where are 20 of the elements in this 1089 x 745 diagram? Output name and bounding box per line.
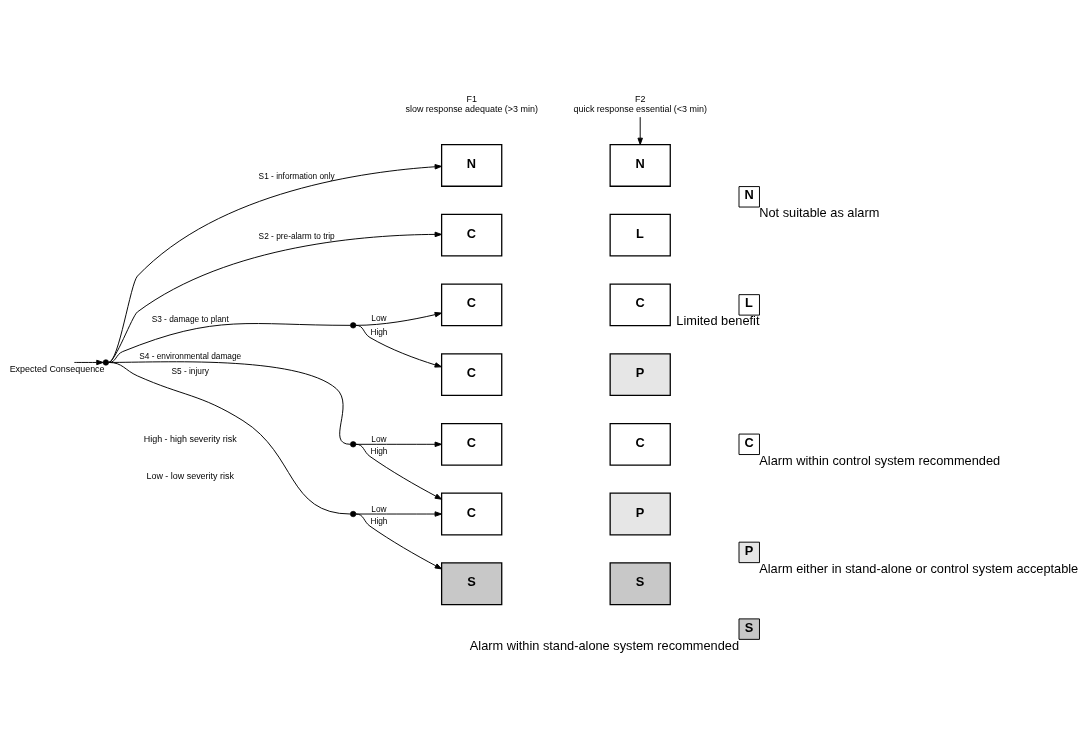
node-label: Alarm either in stand-alone or control system acceptable [759, 560, 1079, 576]
node-label: Expected Consequence [9, 363, 105, 374]
edge-label: High [370, 515, 388, 526]
node-label: Alarm within stand-alone system recommended [469, 637, 739, 653]
edge-label: S4 - environmental damage [139, 350, 242, 361]
edge-label: Low [371, 312, 387, 323]
node-text: F2 quick response essential (<3 min) [573, 93, 707, 114]
edge-label: S1 - information only [258, 170, 335, 181]
label: Low - low severity risk [146, 470, 234, 481]
node-label: Not suitable as alarm [759, 204, 880, 220]
edge-label: Low [371, 433, 387, 444]
edge-label: S5 - injury [171, 365, 209, 376]
label: High - high severity risk [143, 433, 237, 444]
edge-label: High [370, 445, 388, 456]
edge-label: S2 - pre-alarm to trip [258, 230, 335, 241]
edge-label: High [370, 326, 388, 337]
edge-label: Low [371, 503, 387, 514]
node-text: F1 slow response adequate (>3 min) [405, 93, 538, 114]
edge-label: S3 - damage to plant [151, 313, 229, 324]
node-label: Alarm within control system recommended [759, 452, 1001, 468]
